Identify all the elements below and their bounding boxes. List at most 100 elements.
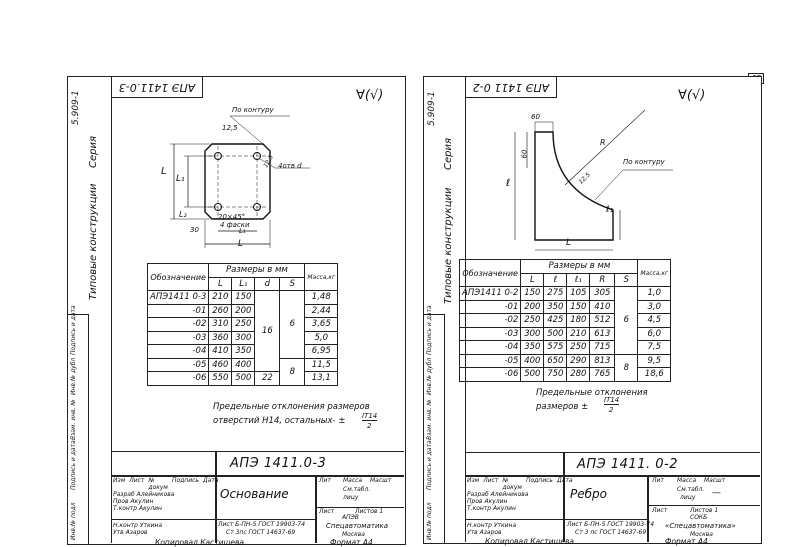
cell-mass: 13,1: [304, 371, 339, 386]
left-stamp-4: Инв.№ дубл: [70, 357, 77, 395]
th-l1: ℓ₁: [566, 272, 591, 287]
th-mass: Масса,кг: [304, 263, 339, 291]
role-izm: Изм: [113, 477, 126, 484]
left-title-scale: Масшт: [370, 477, 392, 484]
cell-L: 150: [520, 286, 545, 301]
right-label-l: ℓ: [506, 178, 511, 189]
rib-outline: [534, 131, 614, 241]
left-typical-label: Типовые конструкции: [88, 183, 99, 300]
cell-L1: 150: [231, 290, 256, 305]
person-row: Т.контр Акулин: [113, 505, 162, 512]
table-row: -04 410 350 6,95: [146, 344, 339, 359]
left-label-30: 30: [190, 226, 199, 234]
table-row: -06 500 750 280 765 18,6: [458, 367, 672, 382]
left-stamp-2: Подпись и дата: [70, 440, 77, 490]
left-title-block: [111, 451, 404, 544]
cell-L1: 300: [231, 330, 256, 345]
left-tolerance-frac-top: IT14: [362, 412, 378, 421]
roles-header: Изм Лист № докум Подпись Дата: [113, 477, 219, 491]
person-row: Н.контр Уткина: [467, 522, 517, 529]
right-title-mass-val: См.табл.: [677, 486, 705, 493]
cell-mass: 3,65: [304, 317, 339, 332]
right-tolerance-frac-bot: 2: [609, 406, 614, 414]
right-stamp-1: Инв.№ подл: [426, 502, 433, 540]
cell-L: 550: [208, 371, 233, 386]
left-stamp-column: [67, 314, 89, 544]
person-row: Т.контр Акулин: [467, 505, 516, 512]
left-title-sheets: Листов 1: [355, 508, 384, 515]
left-label-L-bottom: L: [238, 239, 244, 249]
right-title-material2: Ст 3 пс ГОСТ 14637-69: [575, 529, 647, 536]
left-label-L1-bottom: L₁: [239, 227, 246, 235]
role-sign: Подпись: [171, 477, 199, 484]
role-doc: № докум: [502, 477, 522, 491]
cell-mass: 1,0: [637, 286, 672, 301]
right-roughness-mark: ∀(√): [678, 88, 706, 103]
cell-L: 200: [520, 299, 545, 314]
th-S: S: [614, 272, 639, 287]
right-title-org3: Москва: [690, 531, 713, 538]
th-designation: Обозначение: [146, 263, 210, 291]
right-series-label: Серия: [443, 138, 454, 170]
cell-R: 305: [589, 286, 616, 301]
left-label-chamfer: 20×45°: [218, 213, 246, 221]
table-row: АПЭ1411 0-3 210 150 16 6 1,48: [146, 290, 339, 372]
left-title-sheet: Лист: [319, 508, 335, 515]
cell-l1: 210: [566, 326, 591, 341]
cell-R: 410: [589, 299, 616, 314]
left-label-L: L: [161, 166, 167, 177]
right-label-top: 60: [531, 113, 540, 121]
right-footer-format: Формат А4: [665, 537, 708, 546]
left-title-mass-val2: лицу: [343, 494, 359, 501]
left-roughness-mark: ∀(√): [356, 88, 384, 103]
cell-mass: 18,6: [637, 367, 672, 382]
right-roles-block: Изм Лист № докум Подпись Дата Разраб Але…: [467, 477, 573, 536]
cell-l1: 290: [566, 353, 591, 368]
cell-l: 425: [543, 313, 568, 328]
left-title-litera: Лит: [319, 477, 331, 484]
right-title-doc: АПЭ 1411. 0-2: [577, 457, 678, 472]
cell-l1: 150: [566, 299, 591, 314]
right-label-R: R: [600, 138, 606, 147]
right-title-sheets: Листов 1: [690, 507, 719, 514]
role-doc: № докум: [148, 477, 168, 491]
cell-mass: 1,48: [304, 290, 339, 305]
cell-mass: 5,0: [304, 330, 339, 345]
cell-code: -04: [146, 344, 210, 359]
right-typical-label: Типовые конструкции: [443, 187, 454, 304]
left-label-radius: 12,5: [222, 124, 238, 132]
person-row: Разраб Алейникова: [467, 491, 529, 498]
cell-code: -03: [146, 330, 210, 345]
cell-R: 512: [589, 313, 616, 328]
cell-L: 400: [520, 353, 545, 368]
cell-l: 500: [543, 326, 568, 341]
cell-code: АПЭ1411 0-3: [146, 290, 210, 305]
th-l: ℓ: [543, 272, 568, 287]
cell-mass: 9,5: [637, 353, 672, 368]
table-row: -04 350 575 250 715 7,5: [458, 340, 672, 355]
cell-L1: 250: [231, 317, 256, 332]
left-label-L1: L₁: [176, 174, 185, 184]
th-dims-group: Размеры в мм: [208, 263, 306, 278]
left-footer-format: Формат А4: [330, 538, 373, 547]
cell-s-merged: 6: [279, 290, 306, 359]
right-title-mass: Масса: [677, 477, 697, 484]
right-footer-copied: Копировал Кастишева: [485, 537, 575, 546]
cell-code: -04: [458, 340, 522, 355]
right-label-L: L: [566, 238, 572, 248]
right-title-scale-val: —: [712, 488, 721, 498]
th-L: L: [520, 272, 545, 287]
th-mass: Масса,кг: [637, 259, 672, 287]
table-row: -01 200 350 150 410 3,0: [458, 299, 672, 314]
table-row: -01 260 200 2,44: [146, 303, 339, 318]
cell-L: 250: [520, 313, 545, 328]
cell-mass: 7,5: [637, 340, 672, 355]
cell-l: 650: [543, 353, 568, 368]
person-row: Пров Акулин: [467, 498, 508, 505]
th-S: S: [279, 276, 306, 291]
left-series-code: 5.909-1: [71, 90, 81, 125]
roles-header: Изм Лист № докум Подпись Дата: [467, 477, 573, 491]
left-stamp-5: Подпись и дата: [70, 305, 77, 355]
cell-d-22: 22: [254, 371, 281, 386]
table-row: -03 300 500 210 613 6,0: [458, 326, 672, 341]
